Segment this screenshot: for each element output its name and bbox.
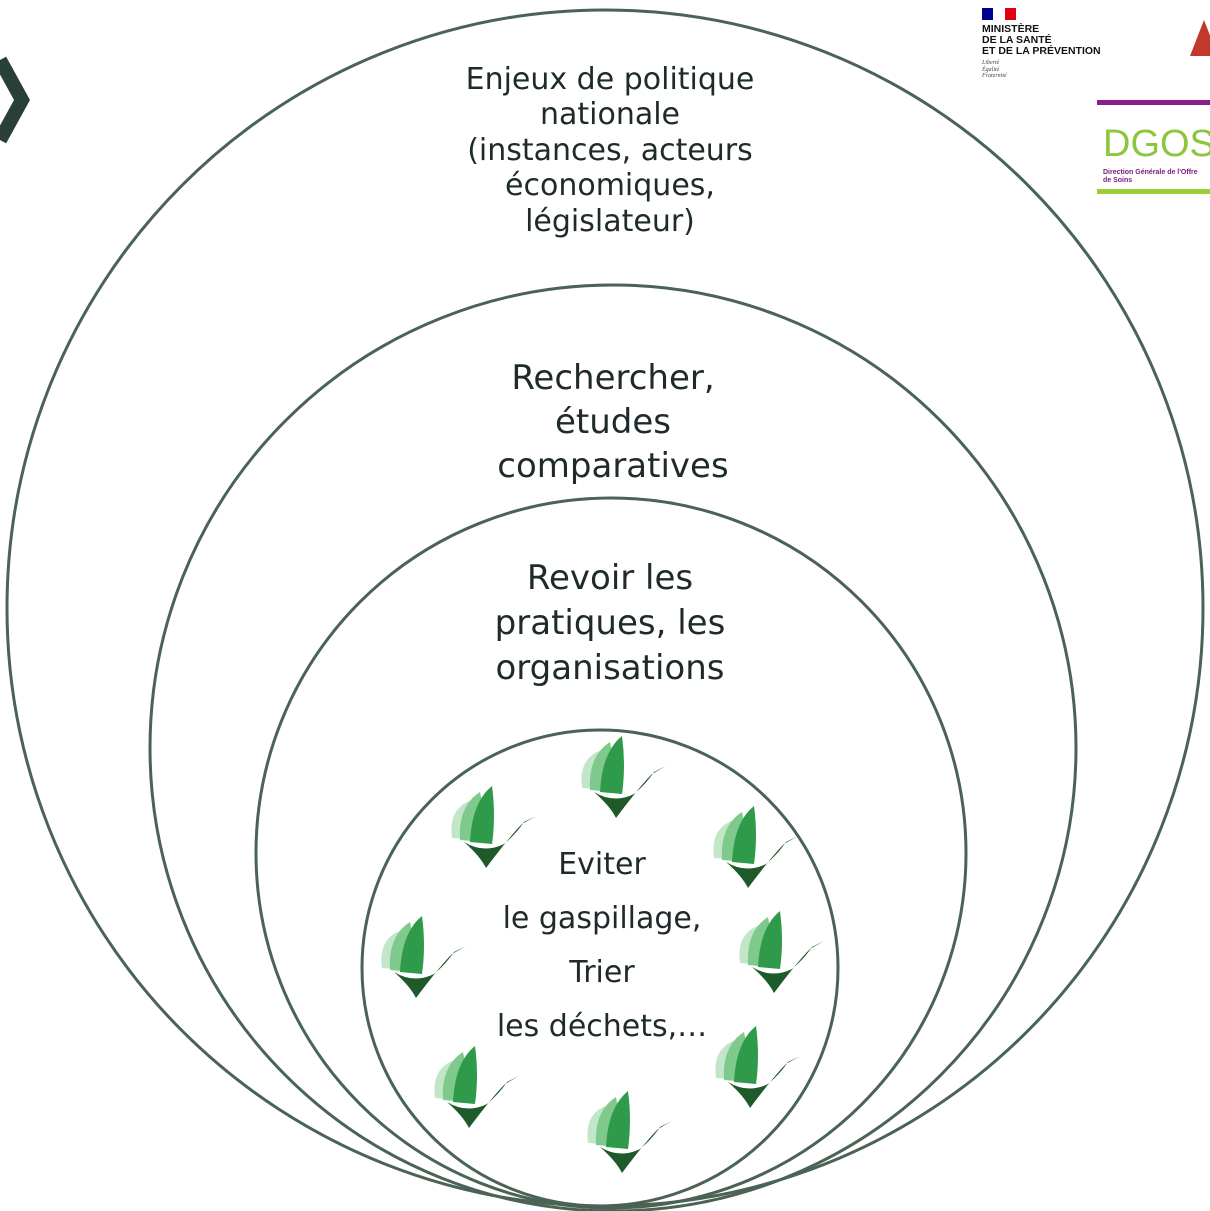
hummingbird-icon bbox=[715, 1026, 800, 1108]
dgos-subtitle: Direction Générale de l'Offre de Soins bbox=[1103, 169, 1198, 184]
ring-label-national-policy: Enjeux de politique nationale (instances… bbox=[465, 62, 755, 239]
hummingbird-icon bbox=[581, 736, 666, 818]
ring-label-practices: Revoir les pratiques, les organisations bbox=[494, 558, 726, 688]
hummingbird-icon bbox=[451, 786, 536, 868]
french-flag-icon bbox=[982, 8, 1016, 20]
corner-arrow bbox=[0, 56, 30, 144]
hummingbird-icon bbox=[713, 806, 798, 888]
ring-second bbox=[148, 283, 1078, 1211]
hummingbird-icon bbox=[739, 911, 824, 993]
hummingbird-icon bbox=[434, 1046, 519, 1128]
hummingbird-icon bbox=[587, 1091, 672, 1173]
dgos-name: DGOS bbox=[1103, 123, 1210, 165]
ring-inner bbox=[360, 728, 840, 1208]
ministere-devise: Liberté Égalité Fraternité bbox=[982, 60, 1007, 80]
ring-label-waste: Eviter le gaspillage, Trier les déchets,… bbox=[496, 847, 708, 1044]
dgos-logo: DGOS Direction Générale de l'Offre de So… bbox=[1097, 100, 1210, 194]
hummingbird-icon bbox=[381, 916, 466, 998]
ministere-name: MINISTÈRE DE LA SANTÉ ET DE LA PRÉVENTIO… bbox=[982, 23, 1101, 58]
ring-third bbox=[254, 496, 968, 1210]
ministere-logo: MINISTÈRE DE LA SANTÉ ET DE LA PRÉVENTIO… bbox=[982, 8, 1132, 80]
ring-label-research: Rechercher, études comparatives bbox=[497, 358, 729, 487]
partner-logo-fragment-icon bbox=[1190, 20, 1210, 56]
